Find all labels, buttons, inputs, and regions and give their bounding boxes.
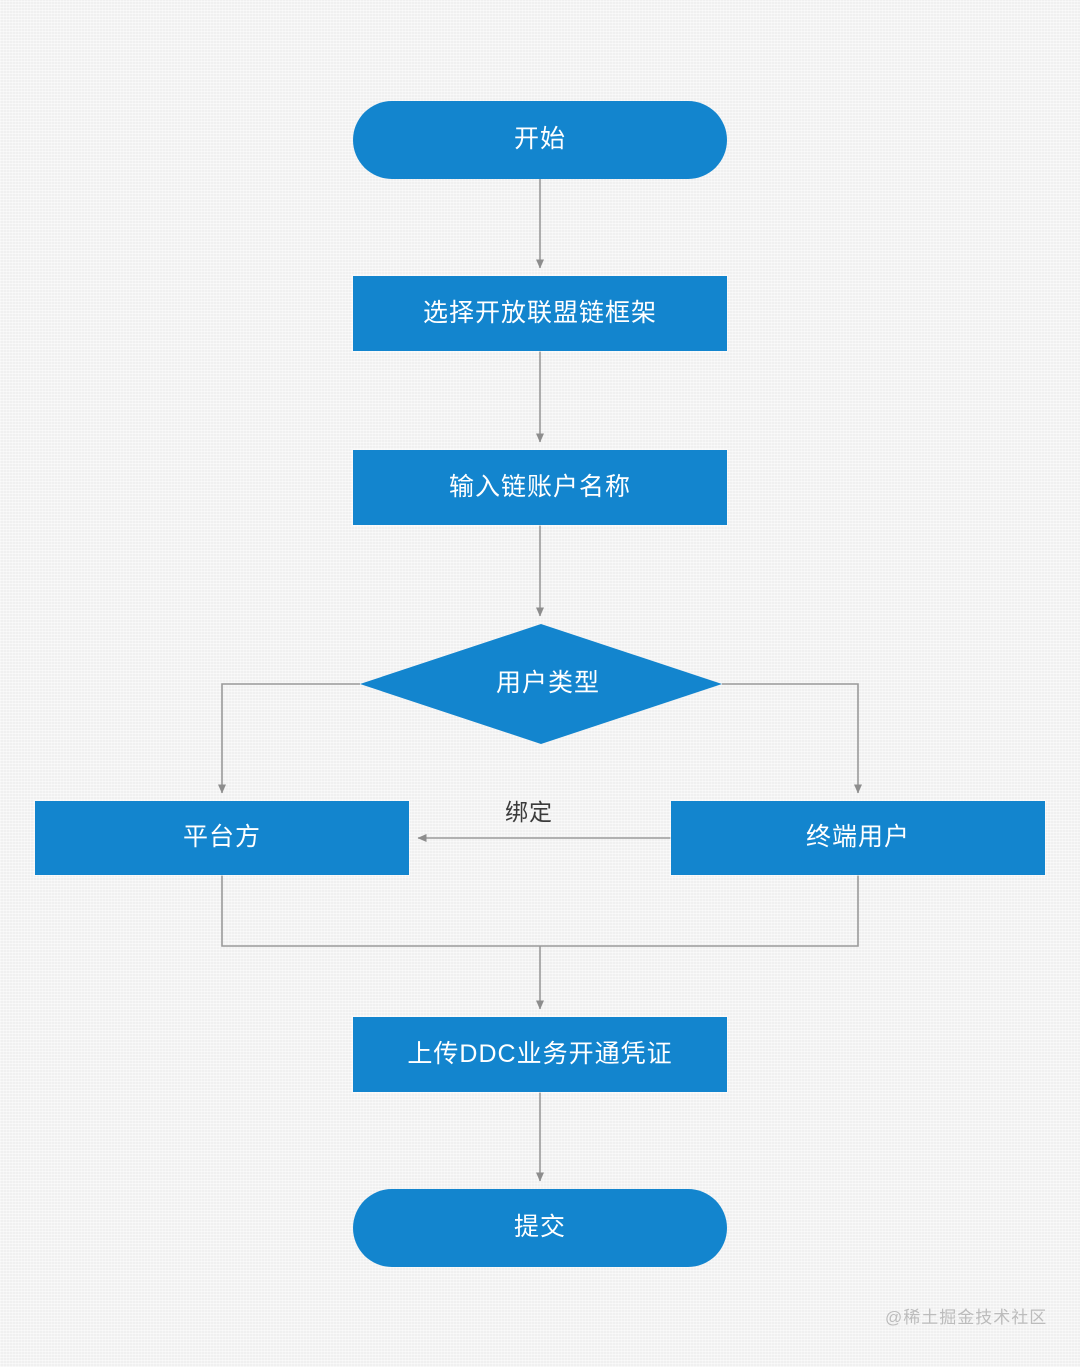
node-end-user[interactable]: 终端用户 [671,801,1045,875]
edge-label-bind: 绑定 [505,799,553,825]
node-platform-party[interactable]: 平台方 [35,801,409,875]
node-end-user-label: 终端用户 [805,823,910,852]
node-submit[interactable]: 提交 [353,1189,727,1267]
connector-decision-to-enduser [722,683,862,794]
connector-enduser-to-merge [540,875,859,947]
connector-platform-to-merge [221,875,540,947]
node-submit-label: 提交 [513,1213,566,1242]
node-select-framework[interactable]: 选择开放联盟链框架 [353,276,727,351]
connector-decision-to-platform [218,683,360,794]
node-select-framework-label: 选择开放联盟链框架 [422,298,657,327]
node-start[interactable]: 开始 [353,101,727,179]
node-platform-party-label: 平台方 [182,823,261,852]
watermark: @稀土掘金技术社区 [885,1308,1048,1327]
node-start-label: 开始 [513,125,566,154]
node-upload-ddc-certificate[interactable]: 上传DDC业务开通凭证 [353,1017,727,1092]
node-user-type-decision-label: 用户类型 [495,669,600,698]
node-input-account-name[interactable]: 输入链账户名称 [353,450,727,525]
node-input-account-name-label: 输入链账户名称 [448,472,631,501]
node-upload-ddc-certificate-label: 上传DDC业务开通凭证 [407,1039,673,1068]
node-user-type-decision[interactable]: 用户类型 [360,624,722,744]
